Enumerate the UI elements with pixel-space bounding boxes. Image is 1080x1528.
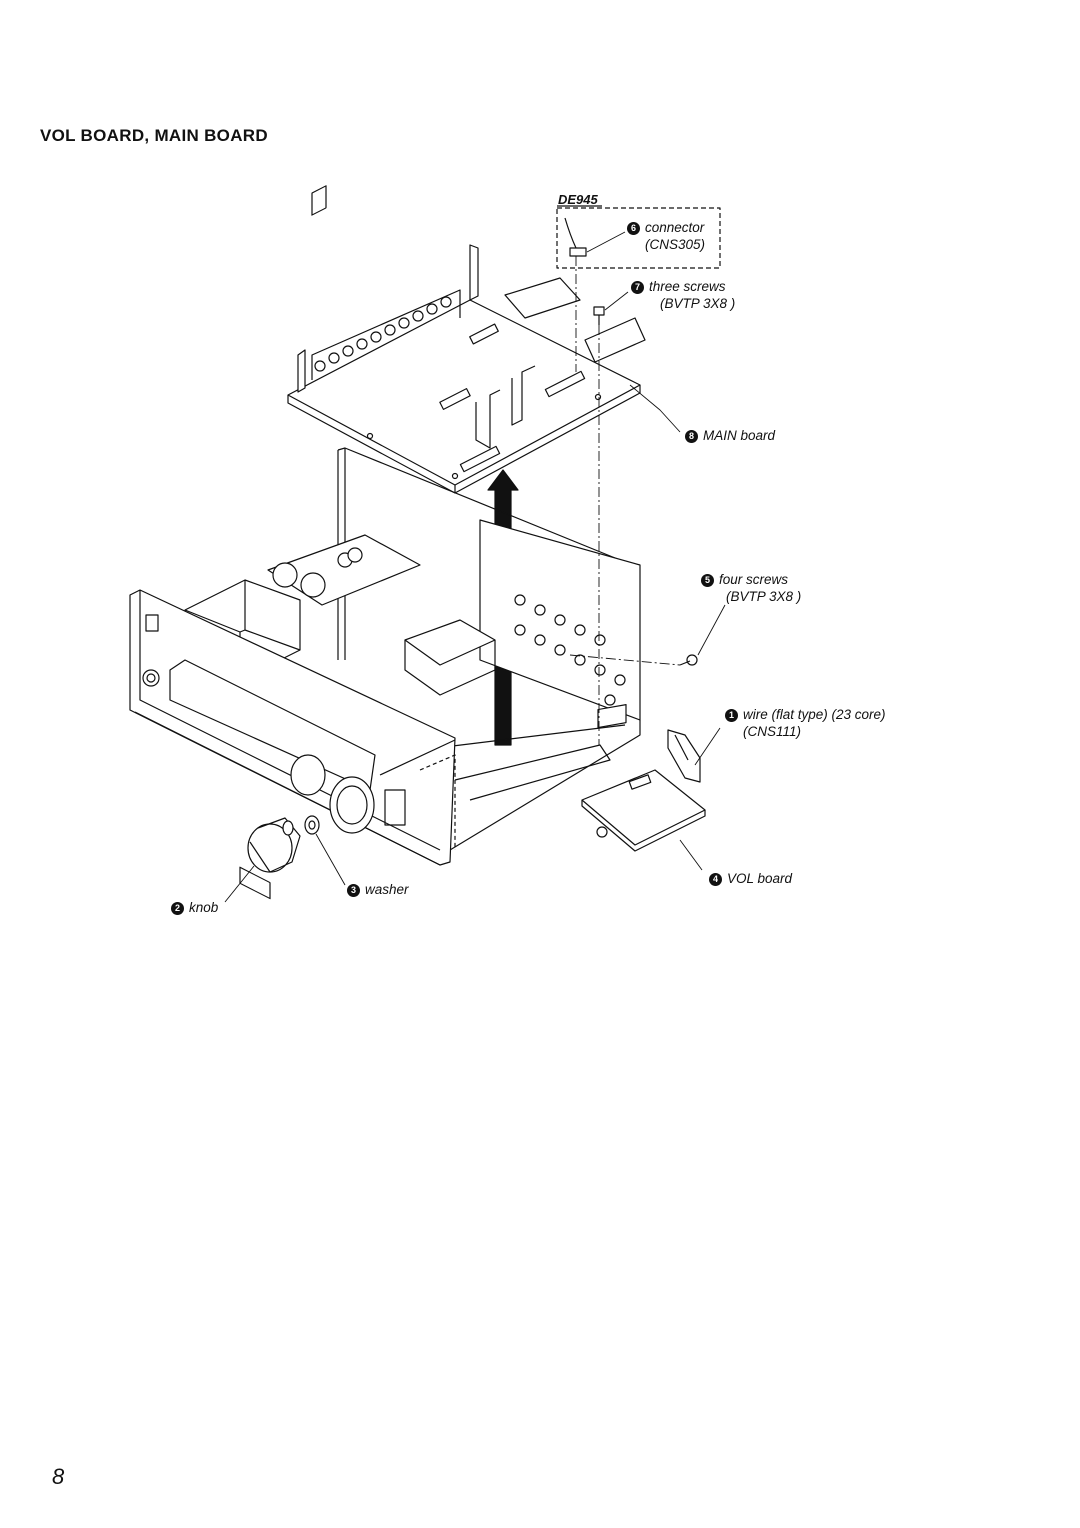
washer-drawing bbox=[304, 815, 320, 835]
callout-sublabel: (BVTP 3X8 ) bbox=[660, 296, 736, 311]
screw-chassis bbox=[679, 654, 698, 666]
callout-label: knob bbox=[189, 900, 219, 915]
screw-main-board bbox=[593, 306, 605, 325]
callout-label: four screws bbox=[719, 572, 789, 587]
callout-sublabel: (BVTP 3X8 ) bbox=[726, 589, 802, 604]
step-number: 7 bbox=[631, 281, 644, 294]
page-number: 8 bbox=[52, 1464, 65, 1489]
callout-label: connector bbox=[645, 220, 705, 235]
callout-label: MAIN board bbox=[703, 428, 776, 443]
callout-label: three screws bbox=[649, 279, 726, 294]
step-number: 2 bbox=[171, 902, 184, 915]
step-number: 8 bbox=[685, 430, 698, 443]
callout-label: VOL board bbox=[727, 871, 793, 886]
step-number: 3 bbox=[347, 884, 360, 897]
de945-box bbox=[556, 207, 721, 269]
model-tag: DE945 bbox=[558, 192, 598, 207]
step-number: 6 bbox=[627, 222, 640, 235]
main-board-drawing bbox=[287, 185, 646, 494]
connector-drawing bbox=[564, 217, 587, 257]
page-title: VOL BOARD, MAIN BOARD bbox=[40, 126, 268, 145]
callout-sublabel: (CNS305) bbox=[645, 237, 706, 252]
step-number: 5 bbox=[701, 574, 714, 587]
flat-wire-drawing bbox=[667, 729, 701, 783]
step-number: 1 bbox=[725, 709, 738, 722]
knob-drawing bbox=[247, 817, 301, 873]
front-panel-drawing bbox=[129, 589, 456, 900]
step-number: 4 bbox=[709, 873, 722, 886]
vol-board-drawing bbox=[581, 704, 706, 852]
callout-label: wire (flat type) (23 core) bbox=[743, 707, 886, 722]
callout-sublabel: (CNS111) bbox=[743, 724, 802, 739]
callout-label: washer bbox=[365, 882, 409, 897]
